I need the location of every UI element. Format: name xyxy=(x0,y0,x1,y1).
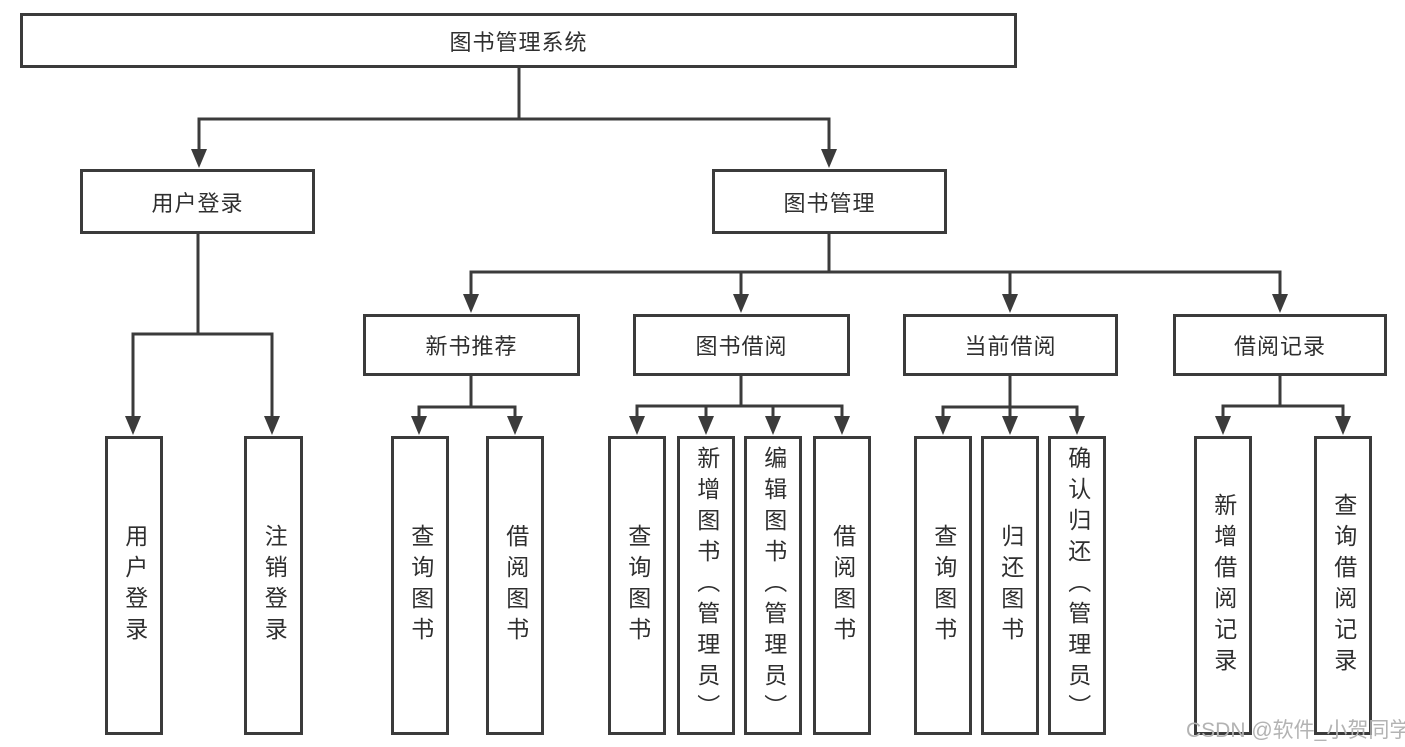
leaf-user-login: 用户登录 xyxy=(105,436,163,735)
leaf-query-books-current: 查询图书 xyxy=(914,436,972,735)
arrow-down-icon xyxy=(1335,416,1351,435)
arrow-down-icon xyxy=(1002,416,1018,435)
leaf-edit-books-admin: 编辑图书（管理员） xyxy=(744,436,802,735)
elbow-connectors xyxy=(131,66,1345,426)
node-label: 新增图书（管理员） xyxy=(693,446,720,725)
arrowheads xyxy=(125,149,1351,435)
leaf-add-borrow-record: 新增借阅记录 xyxy=(1194,436,1252,735)
node-label: 注销登录 xyxy=(261,523,288,648)
node-label: 查询图书 xyxy=(624,523,651,648)
arrow-down-icon xyxy=(1002,294,1018,313)
node-label: 用户登录 xyxy=(121,523,148,648)
node-label: 借阅图书 xyxy=(829,523,856,648)
node-label: 编辑图书（管理员） xyxy=(760,446,787,725)
node-label: 查询图书 xyxy=(930,523,957,648)
node-current-borrowing: 当前借阅 xyxy=(903,314,1118,376)
arrow-down-icon xyxy=(765,416,781,435)
node-label: 借阅图书 xyxy=(502,523,529,648)
arrow-down-icon xyxy=(411,416,427,435)
arrow-down-icon xyxy=(1215,416,1231,435)
arrow-down-icon xyxy=(1069,416,1085,435)
leaf-borrow-books-recommend: 借阅图书 xyxy=(486,436,544,735)
node-label: 归还图书 xyxy=(997,523,1024,648)
node-user-login: 用户登录 xyxy=(80,169,315,234)
leaf-return-books: 归还图书 xyxy=(981,436,1039,735)
node-label: 图书借阅 xyxy=(695,334,788,359)
arrow-down-icon xyxy=(463,294,479,313)
leaf-add-books-admin: 新增图书（管理员） xyxy=(677,436,735,735)
node-root-library-system: 图书管理系统 xyxy=(20,13,1017,68)
leaf-query-borrow-record: 查询借阅记录 xyxy=(1314,436,1372,735)
node-borrowing-records: 借阅记录 xyxy=(1173,314,1387,376)
leaf-query-books-recommend: 查询图书 xyxy=(391,436,449,735)
arrow-down-icon xyxy=(264,416,280,435)
csdn-watermark: CSDN @软件_小贺同学 xyxy=(1186,719,1405,742)
arrow-down-icon xyxy=(191,149,207,168)
arrow-down-icon xyxy=(629,416,645,435)
arrow-down-icon xyxy=(733,294,749,313)
arrow-down-icon xyxy=(834,416,850,435)
arrow-down-icon xyxy=(698,416,714,435)
arrow-down-icon xyxy=(125,416,141,435)
node-label: 确认归还（管理员） xyxy=(1064,446,1091,725)
leaf-query-books-borrow: 查询图书 xyxy=(608,436,666,735)
node-book-borrowing: 图书借阅 xyxy=(633,314,850,376)
node-label: 当前借阅 xyxy=(964,334,1057,359)
node-label: 借阅记录 xyxy=(1233,334,1326,359)
node-label: 查询图书 xyxy=(407,523,434,648)
arrow-down-icon xyxy=(507,416,523,435)
node-label: 图书管理系统 xyxy=(449,29,588,55)
node-label: 查询借阅记录 xyxy=(1330,492,1357,679)
node-new-book-recommend: 新书推荐 xyxy=(363,314,580,376)
node-label: 图书管理 xyxy=(783,190,876,216)
leaf-borrow-books: 借阅图书 xyxy=(813,436,871,735)
node-label: 新增借阅记录 xyxy=(1210,492,1237,679)
node-book-management: 图书管理 xyxy=(712,169,947,234)
arrow-down-icon xyxy=(821,149,837,168)
node-label: 新书推荐 xyxy=(425,334,518,359)
node-label: 用户登录 xyxy=(151,190,244,216)
leaf-confirm-return-admin: 确认归还（管理员） xyxy=(1048,436,1106,735)
leaf-logout-login: 注销登录 xyxy=(244,436,303,735)
arrow-down-icon xyxy=(1272,294,1288,313)
arrow-down-icon xyxy=(935,416,951,435)
